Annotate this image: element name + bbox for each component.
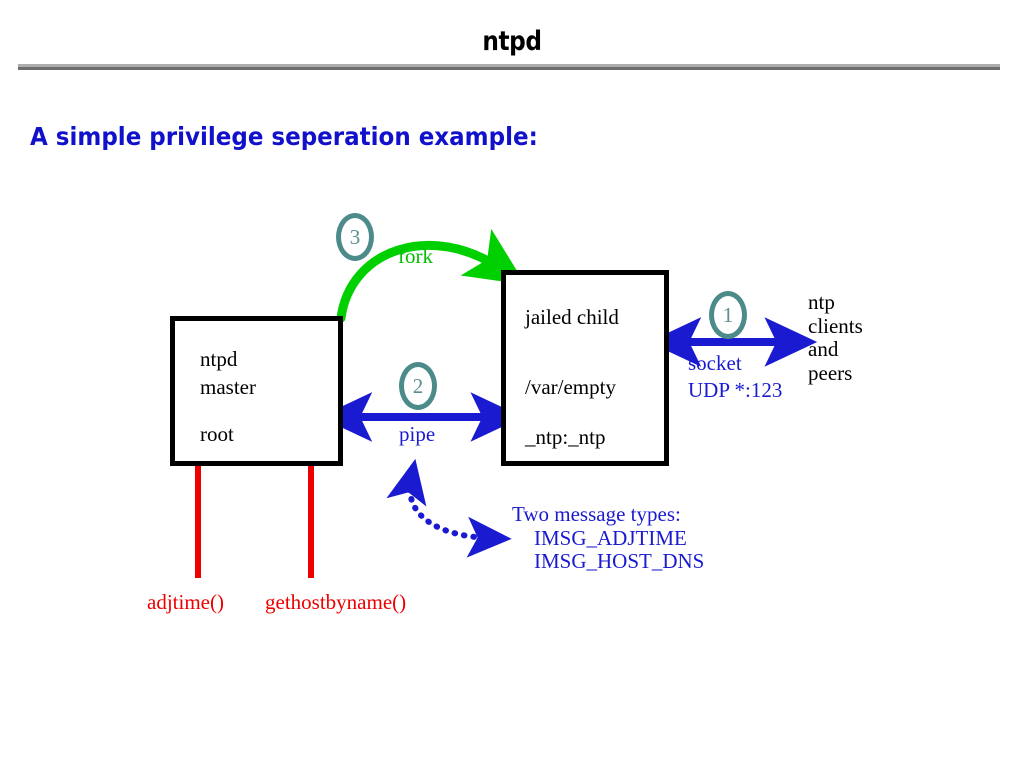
fork-arrow-label: fork: [398, 244, 433, 268]
syscall-adjtime-label: adjtime(): [147, 590, 224, 614]
message-types-label: Two message types: IMSG_ADJTIME IMSG_HOS…: [512, 502, 705, 574]
pipe-arrow-label: pipe: [399, 422, 436, 446]
message-type-item-2: IMSG_HOST_DNS: [534, 549, 705, 574]
node-ntpd-master[interactable]: ntpd master root: [170, 316, 343, 466]
slide-subtitle: A simple privilege seperation example:: [30, 122, 538, 151]
syscall-gethostbyname-label: gethostbyname(): [265, 590, 407, 614]
fork-arrow: [336, 228, 526, 323]
node-master-line-1: ntpd: [200, 347, 238, 371]
step-badge-1: 1: [709, 291, 747, 339]
divider-highlight: [18, 64, 1000, 67]
clients-line-2: clients: [808, 313, 863, 338]
node-child-line-1: jailed child: [525, 305, 619, 329]
page-title: ntpd: [482, 26, 542, 57]
clients-line-4: peers: [808, 360, 853, 385]
message-types-arrow: [386, 458, 512, 558]
message-types-heading: Two message types:: [512, 502, 681, 526]
divider-shadow: [18, 67, 1000, 70]
node-child-line-2: /var/empty: [525, 375, 616, 399]
external-clients-label: ntp clients and peers: [808, 290, 863, 385]
clients-line-3: and: [808, 337, 839, 362]
step-badge-2: 2: [399, 362, 437, 410]
node-master-line-2: master: [200, 375, 256, 399]
message-type-item-1: IMSG_ADJTIME: [534, 525, 687, 550]
clients-line-1: ntp: [808, 290, 835, 314]
socket-label: socket: [688, 351, 742, 375]
node-jailed-child[interactable]: jailed child /var/empty _ntp:_ntp: [501, 270, 669, 466]
socket-udp-label: UDP *:123: [688, 378, 783, 402]
node-master-line-3: root: [200, 422, 234, 446]
step-badge-3: 3: [336, 213, 374, 261]
node-child-line-3: _ntp:_ntp: [525, 425, 606, 449]
title-divider: [18, 64, 1000, 70]
